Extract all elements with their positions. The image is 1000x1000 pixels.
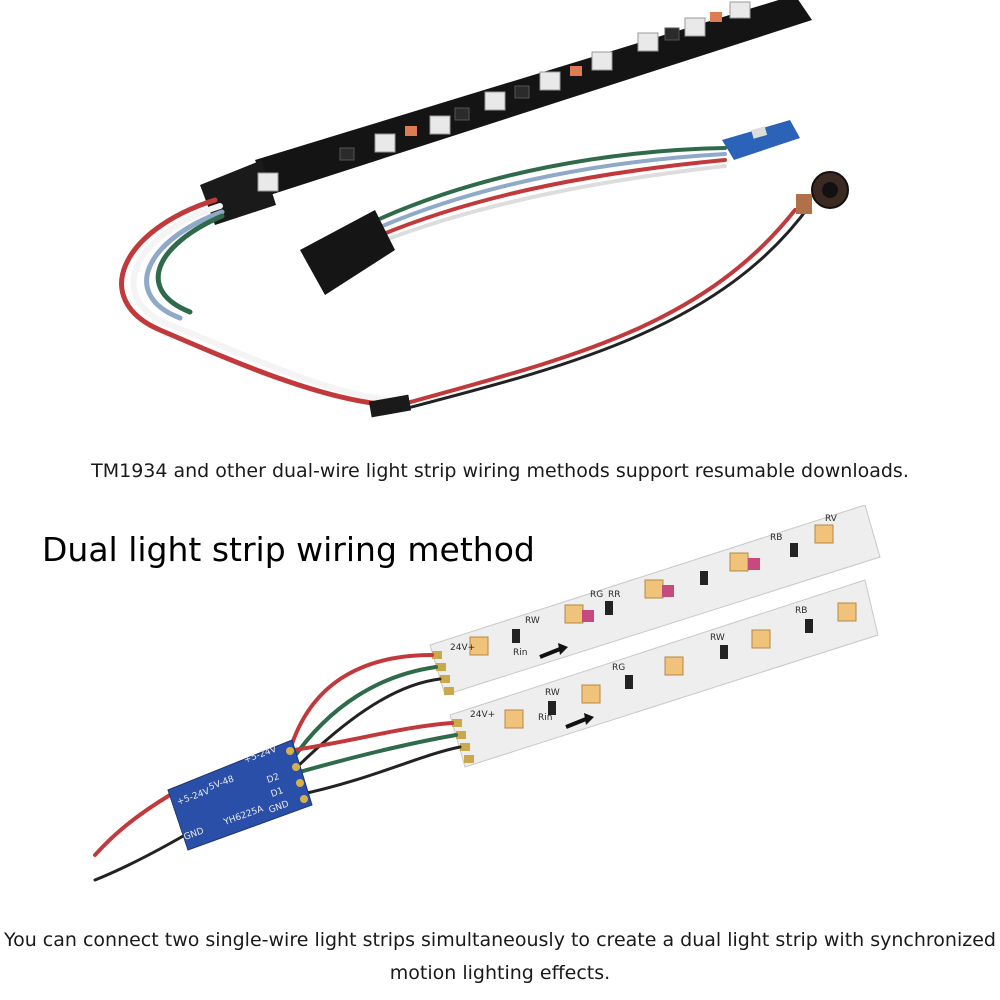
controller-board-top	[722, 120, 800, 160]
strip1-resistor-label: RV	[825, 514, 838, 524]
dc-jack	[796, 171, 849, 214]
section-heading: Dual light strip wiring method	[42, 530, 535, 569]
strip1-resistor-label: RW	[525, 616, 540, 626]
wire-join-sleeve	[368, 394, 412, 418]
strip1-resistor-label: RG	[590, 590, 603, 600]
strip2-resistor-label: RW	[545, 688, 560, 698]
strip1-supply-label: 24V+	[450, 643, 475, 653]
strip1-resistor-label: RB	[770, 533, 782, 543]
controller-d1-label: D1	[270, 786, 285, 800]
bottom-caption: You can connect two single-wire light st…	[4, 929, 996, 984]
strip2-resistor-label: RG	[612, 663, 625, 673]
strip2-resistor-label: RW	[710, 633, 725, 643]
upper-white-strip: 24V+ RW RG RR RB RV Rin	[429, 505, 881, 696]
top-caption: TM1934 and other dual-wire light strip w…	[91, 460, 909, 482]
controller-d2-label: D2	[266, 772, 281, 786]
strip1-rin-label: Rin	[513, 648, 527, 658]
wire-connector	[300, 210, 395, 295]
strip1-resistor-label: RR	[608, 590, 621, 600]
wire-bundle	[119, 146, 812, 412]
lower-white-strip: 24V+ RW RG RW RB Rin	[449, 579, 879, 768]
dual-strip-wiring-photo: 24V+ RW RG RR RB RV Rin	[0, 505, 1000, 900]
strip2-supply-label: 24V+	[470, 710, 495, 720]
strip-wires	[93, 653, 462, 882]
strip2-resistor-label: RB	[795, 606, 807, 616]
black-led-strip	[200, 0, 812, 225]
black-strip-wiring-photo	[0, 0, 1000, 430]
strip2-rin-label: Rin	[538, 713, 552, 723]
